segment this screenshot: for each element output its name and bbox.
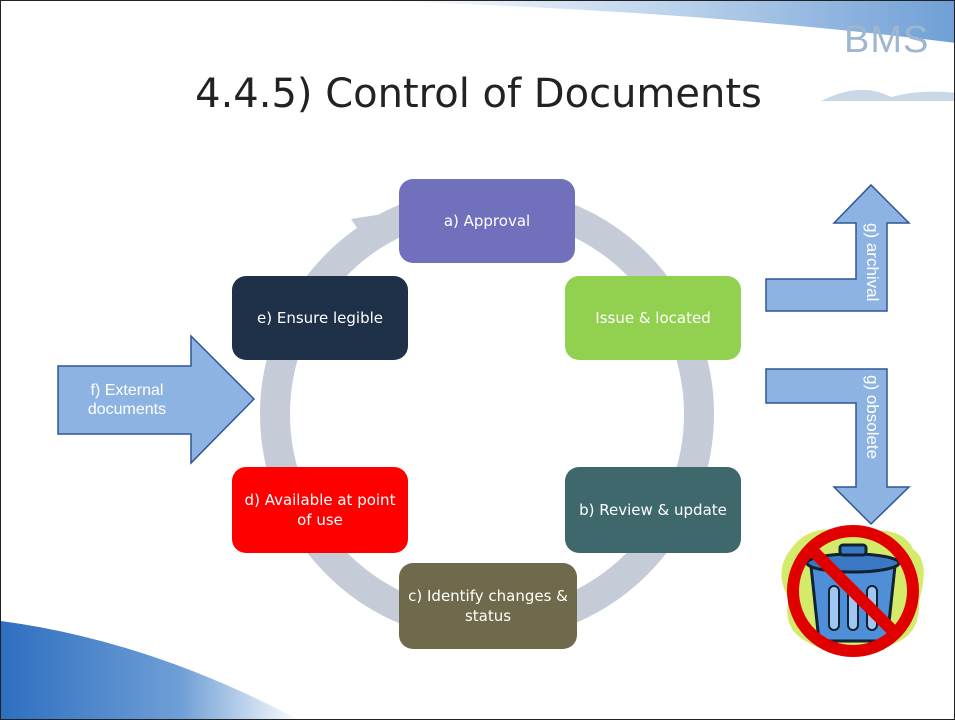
external-documents-label: f) External documents xyxy=(87,382,167,418)
step-identify-changes: c) Identify changes & status xyxy=(399,563,577,649)
no-trash-icon xyxy=(781,525,924,657)
external-documents-arrow xyxy=(57,334,256,465)
step-review-update: b) Review & update xyxy=(565,467,741,553)
archival-arrow xyxy=(765,183,911,312)
step-issue-located: Issue & located xyxy=(565,276,741,360)
bottom-swoosh-decoration xyxy=(1,621,298,719)
logo: BMS xyxy=(844,19,930,61)
step-available-point-of-use: d) Available at point of use xyxy=(232,467,408,553)
archival-label: g) archival xyxy=(863,223,882,302)
step-ensure-legible: e) Ensure legible xyxy=(232,276,408,360)
logo-mountain-decoration xyxy=(821,89,954,101)
obsolete-label: g) obsolete xyxy=(863,375,882,460)
step-approval: a) Approval xyxy=(399,179,575,263)
page-title: 4.4.5) Control of Documents xyxy=(195,71,762,117)
obsolete-arrow xyxy=(765,368,911,526)
cycle-arrowhead xyxy=(351,213,389,251)
top-swoosh-decoration xyxy=(381,1,954,43)
